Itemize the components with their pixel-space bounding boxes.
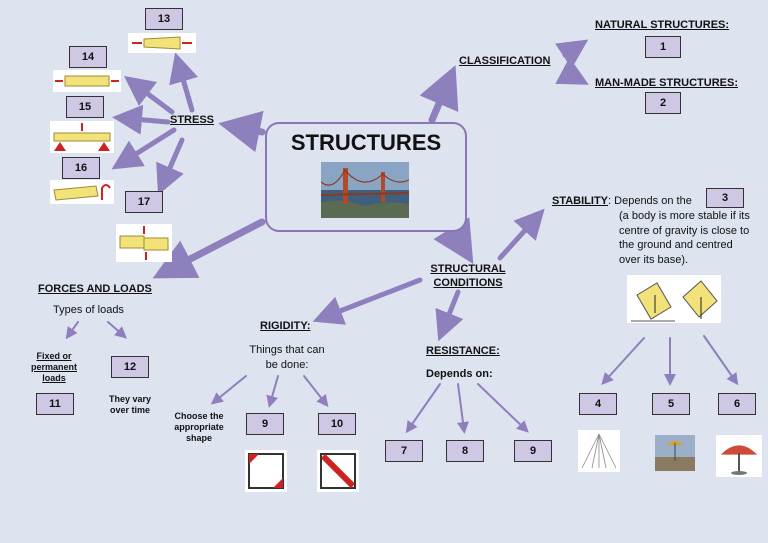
- resistance-box-7[interactable]: 7: [385, 440, 423, 462]
- choose-line1: Choose the: [174, 411, 224, 421]
- parasol-image: [716, 435, 762, 477]
- stability-box-6[interactable]: 6: [718, 393, 756, 415]
- fixed-loads-line1: Fixed or: [36, 351, 72, 361]
- shear-image: [116, 224, 172, 262]
- natural-structures-label: NATURAL STRUCTURES:: [595, 19, 730, 31]
- manmade-structures-box[interactable]: 2: [645, 92, 681, 114]
- stress-box-15[interactable]: 15: [66, 96, 104, 118]
- choose-line2: appropriate: [174, 422, 224, 432]
- variable-loads-text: They vary over time: [104, 394, 156, 416]
- fixed-loads-line2: permanent: [30, 362, 77, 372]
- variable-loads-line2: over time: [109, 405, 151, 415]
- stability-explanation: (a body is more stable if its centre of …: [619, 209, 750, 267]
- stability-heading: STABILITY: Depends on the: [552, 195, 692, 207]
- stability-colon: :: [608, 195, 612, 207]
- tilting-blocks-image: [627, 275, 721, 323]
- choose-line3: shape: [185, 433, 212, 443]
- rigidity-text: Things that can be done:: [240, 343, 334, 373]
- fixed-loads-box[interactable]: 11: [36, 393, 74, 415]
- stability-box-5[interactable]: 5: [652, 393, 690, 415]
- types-of-loads: Types of loads: [53, 304, 124, 316]
- structural-line2: CONDITIONS: [433, 277, 503, 289]
- diagonal-brace-image: [317, 450, 359, 492]
- variable-loads-box[interactable]: 12: [111, 356, 149, 378]
- variable-loads-line1: They vary: [108, 394, 152, 404]
- bridge-image: [321, 162, 409, 218]
- tension-image: [128, 33, 196, 53]
- stability-text2: (a body is more stable if its: [619, 210, 750, 222]
- stability-box-4[interactable]: 4: [579, 393, 617, 415]
- manmade-structures-label: MAN-MADE STRUCTURES:: [595, 77, 738, 89]
- stress-box-13[interactable]: 13: [145, 8, 183, 30]
- beach-umbrella-image: [655, 435, 695, 471]
- fixed-loads-line3: loads: [42, 373, 66, 383]
- rigidity-line2: be done:: [265, 359, 309, 371]
- bending-image: [50, 121, 114, 153]
- stress-box-16[interactable]: 16: [62, 157, 100, 179]
- stability-text3: centre of gravity is close to: [619, 224, 750, 237]
- structural-line1: STRUCTURAL: [430, 263, 506, 275]
- tent-image: [578, 430, 620, 472]
- corner-brace-image: [245, 450, 287, 492]
- resistance-box-8[interactable]: 8: [446, 440, 484, 462]
- rigidity-box-9[interactable]: 9: [246, 413, 284, 435]
- rigidity-line1: Things that can: [249, 344, 325, 356]
- fixed-loads-text: Fixed or permanent loads: [28, 351, 80, 384]
- stability-text5: over its base).: [619, 253, 689, 266]
- choose-shape-text: Choose the appropriate shape: [168, 411, 230, 444]
- stability-label: STABILITY: [552, 195, 609, 207]
- torsion-image: [50, 180, 114, 204]
- central-node: STRUCTURES: [265, 122, 467, 232]
- stress-box-17[interactable]: 17: [125, 191, 163, 213]
- rigidity-label: RIGIDITY:: [260, 320, 311, 332]
- resistance-box-9[interactable]: 9: [514, 440, 552, 462]
- structural-conditions-label: STRUCTURAL CONDITIONS: [426, 262, 510, 290]
- stress-label: STRESS: [170, 114, 215, 126]
- classification-label: CLASSIFICATION: [459, 55, 551, 67]
- main-title: STRUCTURES: [290, 130, 442, 155]
- natural-structures-box[interactable]: 1: [645, 36, 681, 58]
- stability-text1: Depends on the: [614, 195, 692, 207]
- resistance-label: RESISTANCE:: [426, 345, 500, 357]
- compression-image: [53, 70, 121, 92]
- resistance-depends: Depends on:: [426, 368, 493, 380]
- stability-text4: the ground and centred: [619, 239, 733, 251]
- stability-box-3[interactable]: 3: [706, 188, 744, 208]
- forces-loads-label: FORCES AND LOADS: [38, 283, 152, 295]
- stress-box-14[interactable]: 14: [69, 46, 107, 68]
- rigidity-box-10[interactable]: 10: [318, 413, 356, 435]
